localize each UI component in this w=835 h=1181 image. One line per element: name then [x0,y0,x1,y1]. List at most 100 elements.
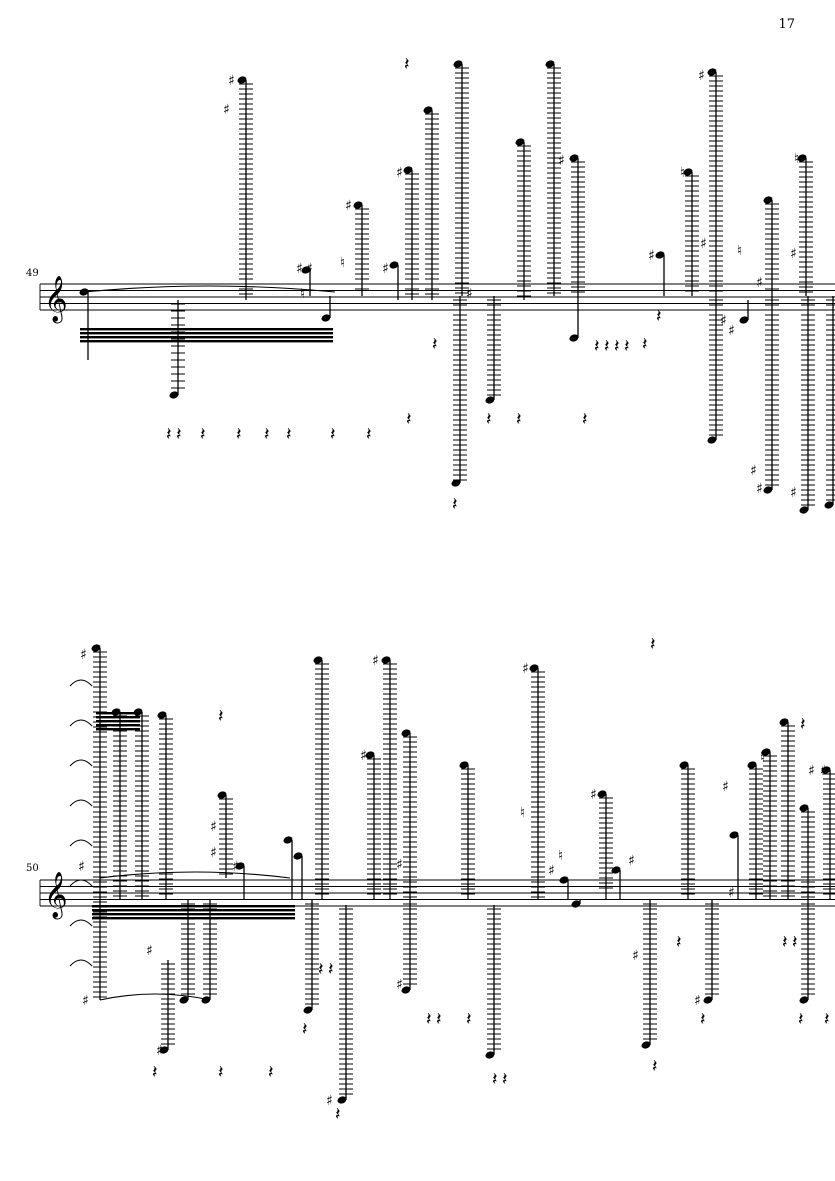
treble-clef: 𝄞 [44,872,68,920]
rest: 𝄽 [492,1069,498,1090]
rest: 𝄽 [624,336,630,357]
sharp-sign: ♯ [590,787,597,803]
notehead [485,396,495,404]
beam [96,716,140,719]
rest: 𝄽 [236,424,242,445]
tie [69,719,93,727]
beam [92,917,295,920]
rest: 𝄽 [650,634,656,655]
rest: 𝄽 [218,706,224,727]
rest: 𝄽 [700,1009,706,1030]
sharp-sign: ♯ [345,198,352,214]
notehead [381,656,391,664]
tie [69,879,93,887]
notehead [401,986,411,994]
notehead [799,996,809,1004]
sharp-sign: ♯ [326,1093,333,1109]
notehead [401,729,411,737]
rest: 𝄽 [614,336,620,357]
notehead [423,106,433,114]
rest: 𝄽 [366,424,372,445]
sharp-sign: ♯ [372,653,379,669]
beam [96,728,140,731]
beam [92,909,295,912]
rest: 𝄽 [782,932,788,953]
notehead [545,60,555,68]
notehead [337,1096,347,1104]
notehead [365,751,375,759]
sharp-sign: ♯ [223,102,230,118]
notehead [453,60,463,68]
notehead [655,251,665,259]
sharp-sign: ♯ [360,748,367,764]
rest: 𝄽 [286,424,292,445]
sharp-sign: ♯ [648,248,655,264]
notehead [217,791,227,799]
rest: 𝄽 [798,1009,804,1030]
notehead [459,761,469,769]
natural-sign: ♮ [520,805,525,821]
notehead [157,711,167,719]
notehead [707,68,717,76]
sharp-sign: ♯ [694,993,701,1009]
notehead [779,718,789,726]
notehead [799,506,809,514]
notehead [389,261,399,269]
notehead [91,644,101,652]
sharp-sign: ♯ [228,73,235,89]
notehead [569,334,579,342]
tie [69,799,93,807]
natural-sign: ♮ [794,151,799,167]
notehead [559,876,569,884]
natural-sign: ♮ [737,243,742,259]
notehead [235,862,245,870]
rest: 𝄽 [328,959,334,980]
notehead [283,836,293,844]
beam [80,328,333,331]
tie [83,285,336,293]
notehead [293,852,303,860]
sharp-sign: ♯ [698,68,705,84]
page-number: 17 [778,17,795,32]
sharp-sign: ♯ [306,261,313,277]
notehead [571,900,581,908]
sharp-sign: ♯ [396,977,403,993]
notehead [301,266,311,274]
notehead [824,501,834,509]
rest: 𝄽 [404,54,410,75]
sharp-sign: ♯ [78,859,85,875]
beam [92,905,295,908]
notehead [679,761,689,769]
sharp-sign: ♯ [156,1043,163,1059]
sharp-sign: ♯ [522,661,529,677]
notehead [569,154,579,162]
sharp-sign: ♯ [396,857,403,873]
notehead [303,1006,313,1014]
sharp-sign: ♯ [296,261,303,277]
tie [99,993,211,1001]
notehead [707,436,717,444]
rest: 𝄽 [264,424,270,445]
beam [80,340,333,343]
notehead [451,479,461,487]
notehead [797,154,807,162]
rest: 𝄽 [792,932,798,953]
notehead [729,831,739,839]
rest: 𝄽 [652,1056,658,1077]
sharp-sign: ♯ [210,819,217,835]
tie [69,839,93,847]
natural-sign: ♮ [760,750,765,766]
rest: 𝄽 [218,1062,224,1083]
beam [80,332,333,335]
notehead [763,196,773,204]
sharp-sign: ♯ [628,853,635,869]
sharp-sign: ♯ [210,845,217,861]
notehead [821,766,831,774]
rest: 𝄽 [824,1009,830,1030]
sharp-sign: ♯ [558,153,565,169]
notehead [485,1051,495,1059]
sharp-sign: ♯ [382,261,389,277]
notehead [799,804,809,812]
notehead [739,316,749,324]
rest: 𝄽 [406,409,412,430]
